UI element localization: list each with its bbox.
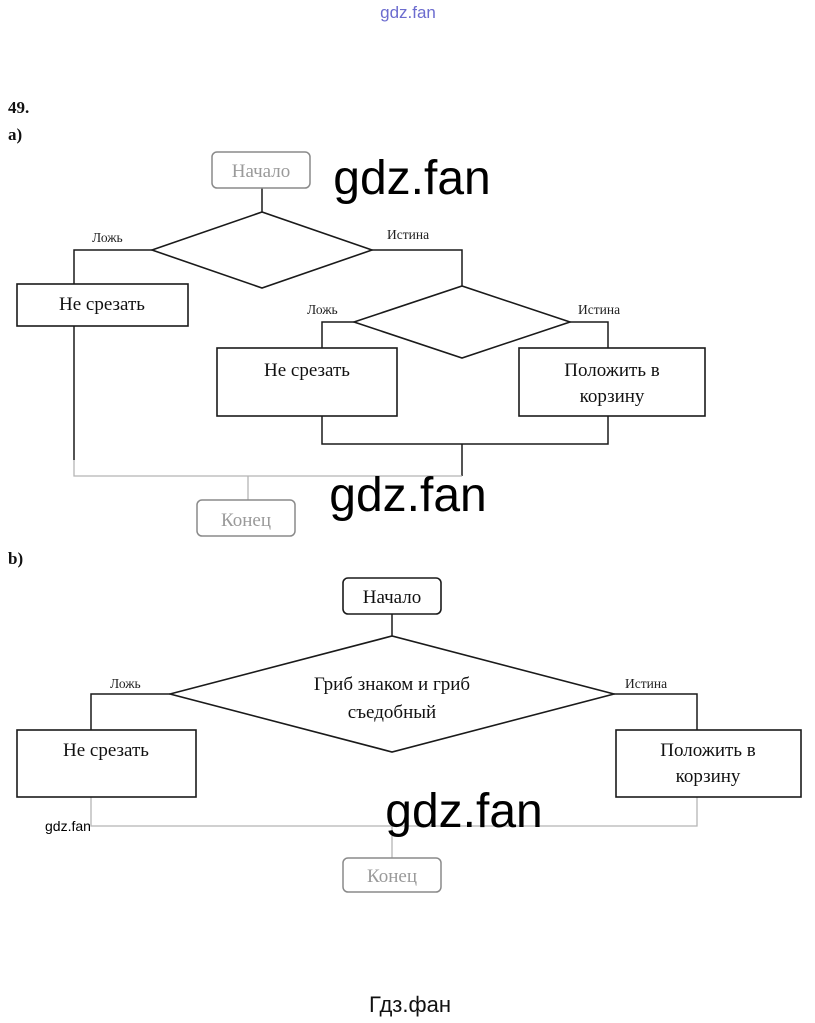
watermark-big-2: gdz.fan xyxy=(329,469,486,522)
b-end-text: Конец xyxy=(367,866,417,887)
b-end-terminal xyxy=(342,857,442,893)
b-decision-line1: Гриб знаком и гриб xyxy=(314,674,470,695)
b-start-text: Начало xyxy=(363,587,422,608)
b-box-put-basket xyxy=(615,729,802,798)
b-connector-true xyxy=(614,693,698,730)
a-connector-bottom xyxy=(73,460,462,477)
b-start-terminal xyxy=(342,577,442,615)
watermark-top: gdz.fan xyxy=(380,3,436,22)
watermark-big-1: gdz.fan xyxy=(333,152,490,205)
diagram-b-label: b) xyxy=(8,549,23,568)
watermark-big-3: gdz.fan xyxy=(385,785,542,838)
a-box-put-basket-line2: корзину xyxy=(580,386,645,407)
a-box-not-cut-mid xyxy=(216,347,398,417)
b-true-label: Истина xyxy=(625,676,667,691)
a-connector-merge xyxy=(321,416,609,445)
a-false-label-1: Ложь xyxy=(92,230,123,245)
b-connector-merge xyxy=(90,797,698,827)
b-box-put-basket-line1: Положить в xyxy=(660,740,755,761)
b-decision xyxy=(166,635,618,753)
a-connector-true2 xyxy=(570,321,609,348)
a-start-terminal xyxy=(211,151,311,189)
a-box-not-cut-mid-text: Не срезать xyxy=(264,360,350,381)
a-false-label-2: Ложь xyxy=(307,302,338,317)
watermark-bottom: Гдз.фан xyxy=(369,992,451,1017)
a-end-text: Конец xyxy=(221,510,271,531)
b-connector-false xyxy=(90,693,170,730)
b-decision-line2: съедобный xyxy=(348,702,436,723)
a-true-label-2: Истина xyxy=(578,302,620,317)
a-true-label-1: Истина xyxy=(387,227,429,242)
b-false-label: Ложь xyxy=(110,676,141,691)
watermark-small: gdz.fan xyxy=(45,818,91,834)
a-end-terminal xyxy=(196,499,296,537)
a-decision-1 xyxy=(149,211,375,289)
b-box-not-cut-text: Не срезать xyxy=(63,740,149,761)
a-connector-true1 xyxy=(372,249,463,286)
a-box-not-cut-left xyxy=(16,283,189,327)
problem-number: 49. xyxy=(8,98,29,117)
a-decision-2 xyxy=(351,285,573,359)
diagram-a: Начало Ложь Истина Не срезать Ложь Истин… xyxy=(16,151,706,537)
diagram-b: Начало Гриб знаком и гриб съедобный Ложь… xyxy=(16,577,802,893)
a-connector-false2 xyxy=(321,321,354,348)
a-connector-false1 xyxy=(73,249,152,284)
a-start-text: Начало xyxy=(232,161,291,182)
a-box-put-basket xyxy=(518,347,706,417)
b-box-not-cut xyxy=(16,729,197,798)
a-box-not-cut-left-text: Не срезать xyxy=(59,294,145,315)
diagram-a-label: a) xyxy=(8,125,22,144)
b-box-put-basket-line2: корзину xyxy=(676,766,741,787)
a-box-put-basket-line1: Положить в xyxy=(564,360,659,381)
